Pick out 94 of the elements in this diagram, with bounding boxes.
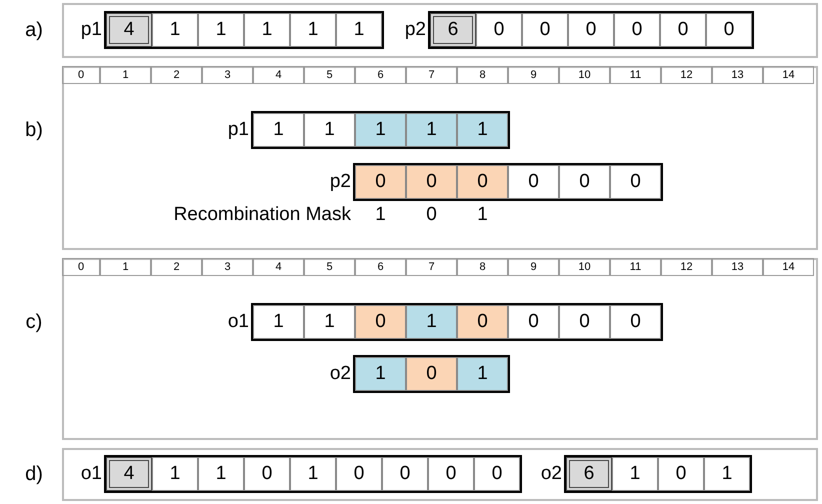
- chromosome-label: o2: [540, 462, 562, 486]
- ruler-number: 13: [712, 66, 763, 84]
- gene-value: 0: [508, 305, 559, 339]
- gene-value: 6: [430, 13, 476, 47]
- gene-value: 0: [355, 165, 406, 199]
- ruler-number: 10: [559, 66, 610, 84]
- gene-value: 1: [198, 13, 244, 47]
- gene-value: 4: [106, 13, 152, 47]
- gene-value: 0: [474, 457, 520, 491]
- chromosome-label: p1: [228, 118, 249, 142]
- ruler-number: 11: [610, 66, 661, 84]
- gene-value: 1: [612, 457, 658, 491]
- ruler-number: 7: [406, 66, 457, 84]
- gene-value: 0: [428, 457, 474, 491]
- gene-value: 0: [406, 357, 457, 391]
- ruler-number: 7: [406, 258, 457, 276]
- gene-value: 1: [304, 113, 355, 147]
- gene-value: 6: [566, 457, 612, 491]
- mask-value: 1: [476, 203, 489, 227]
- gene-value: 1: [406, 305, 457, 339]
- gene-value: 0: [559, 165, 610, 199]
- gene-value: 1: [457, 113, 508, 147]
- gene-value: 1: [290, 13, 336, 47]
- gene-value: 1: [704, 457, 750, 491]
- ruler-number: 9: [508, 66, 559, 84]
- chromosome-label: o1: [228, 310, 249, 334]
- gene-value: 0: [457, 165, 508, 199]
- gene-value: 0: [508, 165, 559, 199]
- gene-value: 1: [355, 113, 406, 147]
- gene-value: 0: [406, 165, 457, 199]
- ruler-number: 5: [304, 258, 355, 276]
- gene-value: 0: [522, 13, 568, 47]
- gene-value: 1: [253, 113, 304, 147]
- panel-letter: a): [24, 18, 44, 42]
- gene-value: 1: [253, 305, 304, 339]
- gene-value: 0: [658, 457, 704, 491]
- gene-value: 1: [152, 13, 198, 47]
- ruler-number: 4: [253, 66, 304, 84]
- gene-value: 0: [382, 457, 428, 491]
- gene-value: 0: [568, 13, 614, 47]
- gene-value: 0: [660, 13, 706, 47]
- gene-value: 0: [476, 13, 522, 47]
- ruler-number: 0: [62, 258, 100, 276]
- chromosome-label: o2: [330, 362, 351, 386]
- gene-value: 0: [355, 305, 406, 339]
- mask-value: 1: [374, 203, 387, 227]
- ruler-number: 13: [712, 258, 763, 276]
- gene-value: 1: [198, 457, 244, 491]
- ruler-number: 4: [253, 258, 304, 276]
- gene-value: 0: [614, 13, 660, 47]
- ruler-number: 14: [763, 66, 814, 84]
- gene-value: 0: [457, 305, 508, 339]
- gene-value: 0: [244, 457, 290, 491]
- chromosome-label: o1: [80, 462, 102, 486]
- gene-value: 4: [106, 457, 152, 491]
- ruler-number: 12: [661, 258, 712, 276]
- ruler-number: 6: [355, 66, 406, 84]
- ruler-number: 2: [151, 258, 202, 276]
- gene-value: 0: [336, 457, 382, 491]
- ruler-number: 9: [508, 258, 559, 276]
- mask-value: 0: [425, 203, 438, 227]
- ruler-number: 6: [355, 258, 406, 276]
- gene-value: 1: [244, 13, 290, 47]
- panel-letter: c): [24, 310, 44, 334]
- gene-value: 1: [336, 13, 382, 47]
- ruler-number: 10: [559, 258, 610, 276]
- ruler-number: 3: [202, 258, 253, 276]
- ruler-number: 1: [100, 258, 151, 276]
- ruler-number: 5: [304, 66, 355, 84]
- chromosome-label: p1: [80, 18, 102, 42]
- gene-value: 1: [290, 457, 336, 491]
- gene-value: 1: [152, 457, 198, 491]
- ruler-number: 8: [457, 66, 508, 84]
- gene-value: 1: [355, 357, 406, 391]
- panel-letter: d): [24, 462, 44, 486]
- mask-label: Recombination Mask: [174, 203, 351, 227]
- ruler-number: 14: [763, 258, 814, 276]
- ruler-number: 8: [457, 258, 508, 276]
- ruler-number: 1: [100, 66, 151, 84]
- ruler-number: 12: [661, 66, 712, 84]
- ruler-number: 2: [151, 66, 202, 84]
- gene-value: 1: [406, 113, 457, 147]
- chromosome-label: p2: [404, 18, 426, 42]
- gene-value: 0: [610, 165, 661, 199]
- gene-value: 0: [559, 305, 610, 339]
- gene-value: 1: [457, 357, 508, 391]
- ruler-number: 0: [62, 66, 100, 84]
- gene-value: 0: [610, 305, 661, 339]
- chromosome-label: p2: [330, 170, 351, 194]
- ruler-number: 11: [610, 258, 661, 276]
- gene-value: 1: [304, 305, 355, 339]
- gene-value: 0: [706, 13, 752, 47]
- ruler-number: 3: [202, 66, 253, 84]
- panel-letter: b): [24, 118, 44, 142]
